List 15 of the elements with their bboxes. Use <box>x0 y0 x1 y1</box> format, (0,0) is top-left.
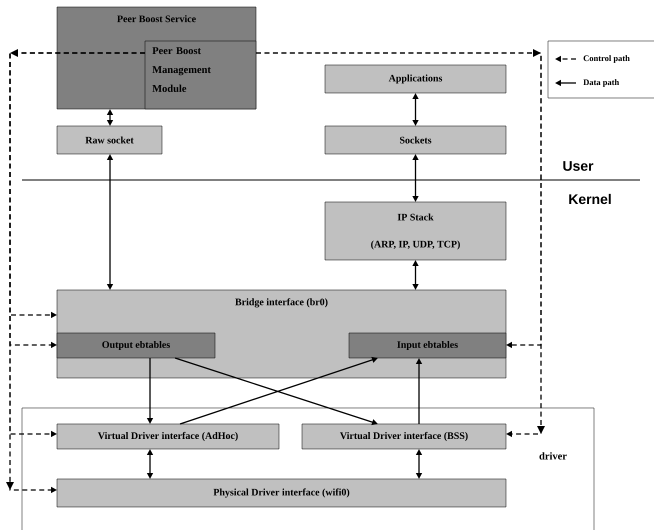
layer-label: User <box>563 161 594 171</box>
legend-text: Control path <box>584 55 630 63</box>
process-box: Raw socket <box>56 126 162 154</box>
layer-label: Kernel <box>569 194 611 204</box>
process-box: Input ebtables <box>348 332 506 358</box>
process-box: IP Stack (ARP, IP, UDP, TCP) <box>324 202 506 260</box>
legend-text: Data path <box>583 79 620 87</box>
process-box: Output ebtables <box>56 332 216 358</box>
process-box: Physical Driver interface (wifi0) <box>56 478 506 508</box>
process-box: Sockets <box>324 126 506 154</box>
arrow <box>256 52 542 438</box>
process-box: Applications <box>324 64 506 94</box>
process-box: Peer Boost Management Module <box>144 40 256 110</box>
process-box: Virtual Driver interface (BSS) <box>302 424 506 450</box>
process-box: Virtual Driver interface (AdHoc) <box>56 424 280 450</box>
